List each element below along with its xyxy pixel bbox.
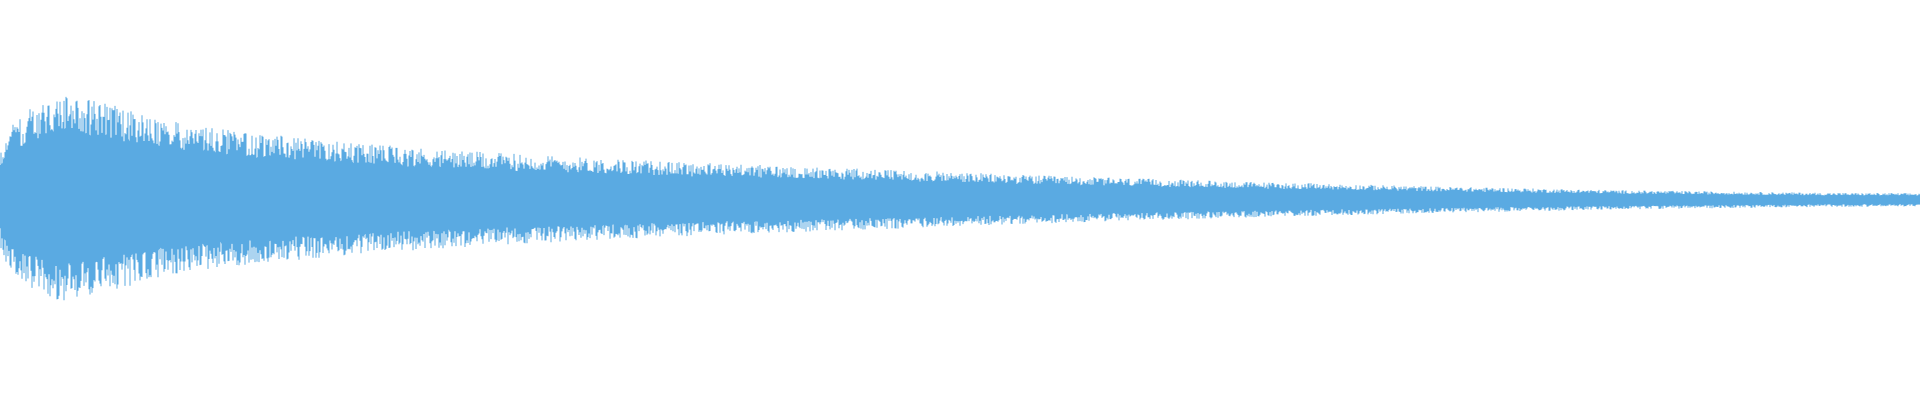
waveform-samples <box>0 96 1920 301</box>
